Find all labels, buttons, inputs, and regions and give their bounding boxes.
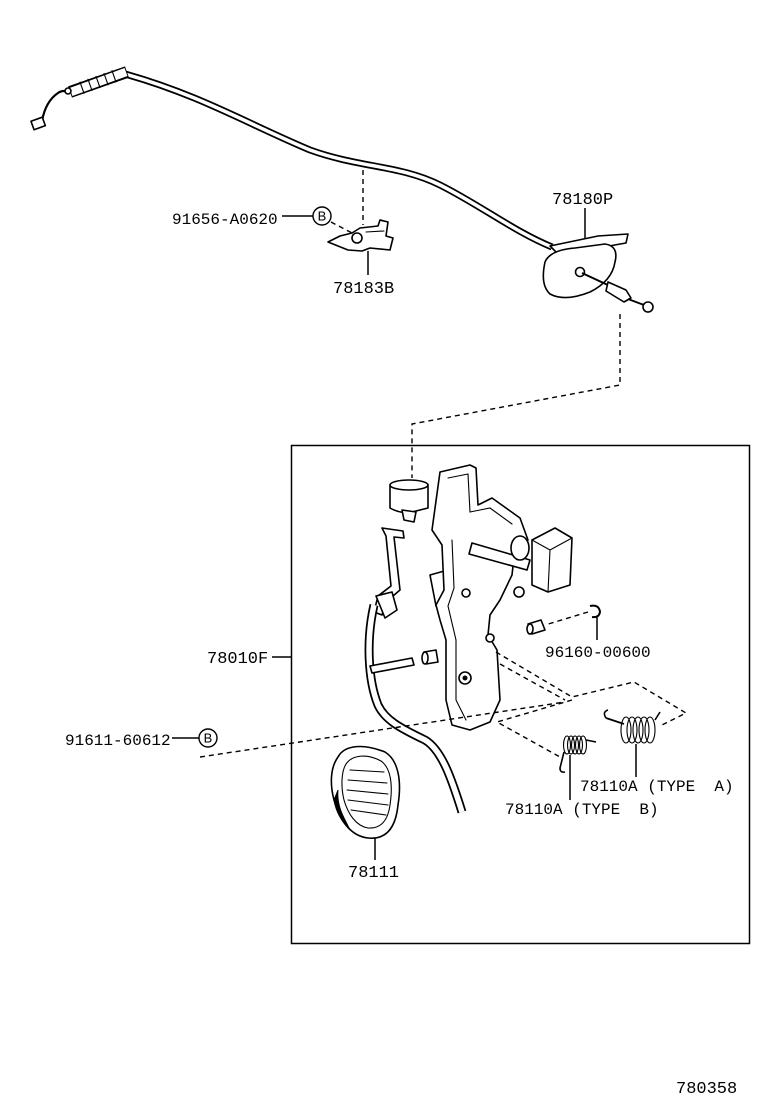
spring-a-coil [620,716,632,744]
label-pivot-bolt: 91611-60612 [65,732,171,750]
bushing-face [526,623,534,635]
pad-inner-face [341,755,392,829]
e-clip [589,604,602,619]
cable-rod [581,272,611,287]
cable-bracket [542,233,654,313]
dashed-cable-to-pedal [411,314,621,478]
spring-b-coil [574,735,584,755]
reference-mark-circle [312,206,332,226]
lever-clip [375,591,398,619]
dashed-clip-to-bushing [544,611,589,626]
rod-end-fitting [605,281,632,303]
spring-a-coil [632,716,644,744]
reference-mark-clamp-bolt: B [318,209,327,224]
plate-hole [513,586,525,598]
spring-a-hook [603,709,609,719]
label-bushing: 96160-00600 [545,644,651,662]
dashed-mark-to-clamp [330,221,353,234]
spring-b-arm [585,739,597,743]
sensor-boss [510,535,530,561]
rod-end-link [627,298,645,306]
spring-a-tail [654,711,661,721]
dashed-spring-a-path [495,651,688,727]
spring-b-coil [562,735,572,755]
reference-mark-circle [198,728,218,748]
clamp-detail-line [365,230,385,233]
clamp-bolt-head [351,232,363,244]
label-clamp-bolt: 91656-A0620 [172,211,278,229]
dashed-mark-to-pivot [199,701,566,758]
spring-b-coil [570,735,580,755]
fitting-thread [111,70,117,83]
sensor-block-edge [531,537,573,593]
cable-clamp [327,219,394,252]
spring-a-coil [626,716,638,744]
reference-mark-pivot-bolt: B [204,731,213,746]
rod-end-ball [642,301,654,313]
bracket-hole [574,266,586,278]
spring-b-hook [559,751,566,773]
pad-side-lip [333,789,351,831]
fitting-thread [79,81,85,94]
accelerator-cable [30,66,554,251]
fitting-thread [95,75,101,89]
return-spring-type-b [559,735,597,773]
accelerator-pedal-assembly [364,464,573,814]
pad-rib [346,789,389,795]
wire-end-bead [64,87,72,95]
plate-hole [461,588,471,598]
pivot-hole-center [462,675,468,681]
pad-rib [349,769,385,773]
inner-wire [40,89,72,122]
label-spring-type-a: 78110A (TYPE A) [580,778,734,796]
pad-rib [347,799,389,806]
plate-inner-edge [447,473,513,721]
fitting-thread [103,72,109,86]
cylinder-hook [401,509,417,523]
label-pedal-assy: 78010F [207,650,268,669]
pivot-shaft [468,542,531,571]
sub-assembly-frame [290,444,751,945]
label-spring-type-b: 78110A (TYPE B) [505,801,659,819]
pivot-collar-face [421,651,429,665]
spring-a-coil [644,716,656,744]
fitting-thread [87,78,93,92]
spring-a-coil [638,716,650,744]
spring-b-coil [566,735,576,755]
wire-end-connector [30,116,47,131]
dashed-spring-b-path [495,699,573,758]
label-cable-clamp: 78183B [333,280,394,299]
cable-tube-inner [124,72,553,249]
pad-rib [350,809,387,816]
pedal-pad [330,745,401,839]
pedal-arm-tube-inner [366,604,465,813]
pivot-bolt [369,657,415,674]
spring-b-coil [578,735,588,755]
sensor-block [531,527,573,593]
pad-rib [347,779,388,784]
return-spring-type-a [603,709,661,744]
plate-hole [485,633,495,643]
cylinder-top [389,479,429,491]
main-bracket-plate [431,464,529,731]
spring-a-arm [605,717,625,725]
dashed-pivot-to-spring [499,663,566,701]
illustration-number: 780358 [676,1080,737,1099]
label-cable-assy: 78180P [552,191,613,210]
bushing-and-clip [526,604,602,635]
label-pedal-pad: 78111 [348,864,399,883]
